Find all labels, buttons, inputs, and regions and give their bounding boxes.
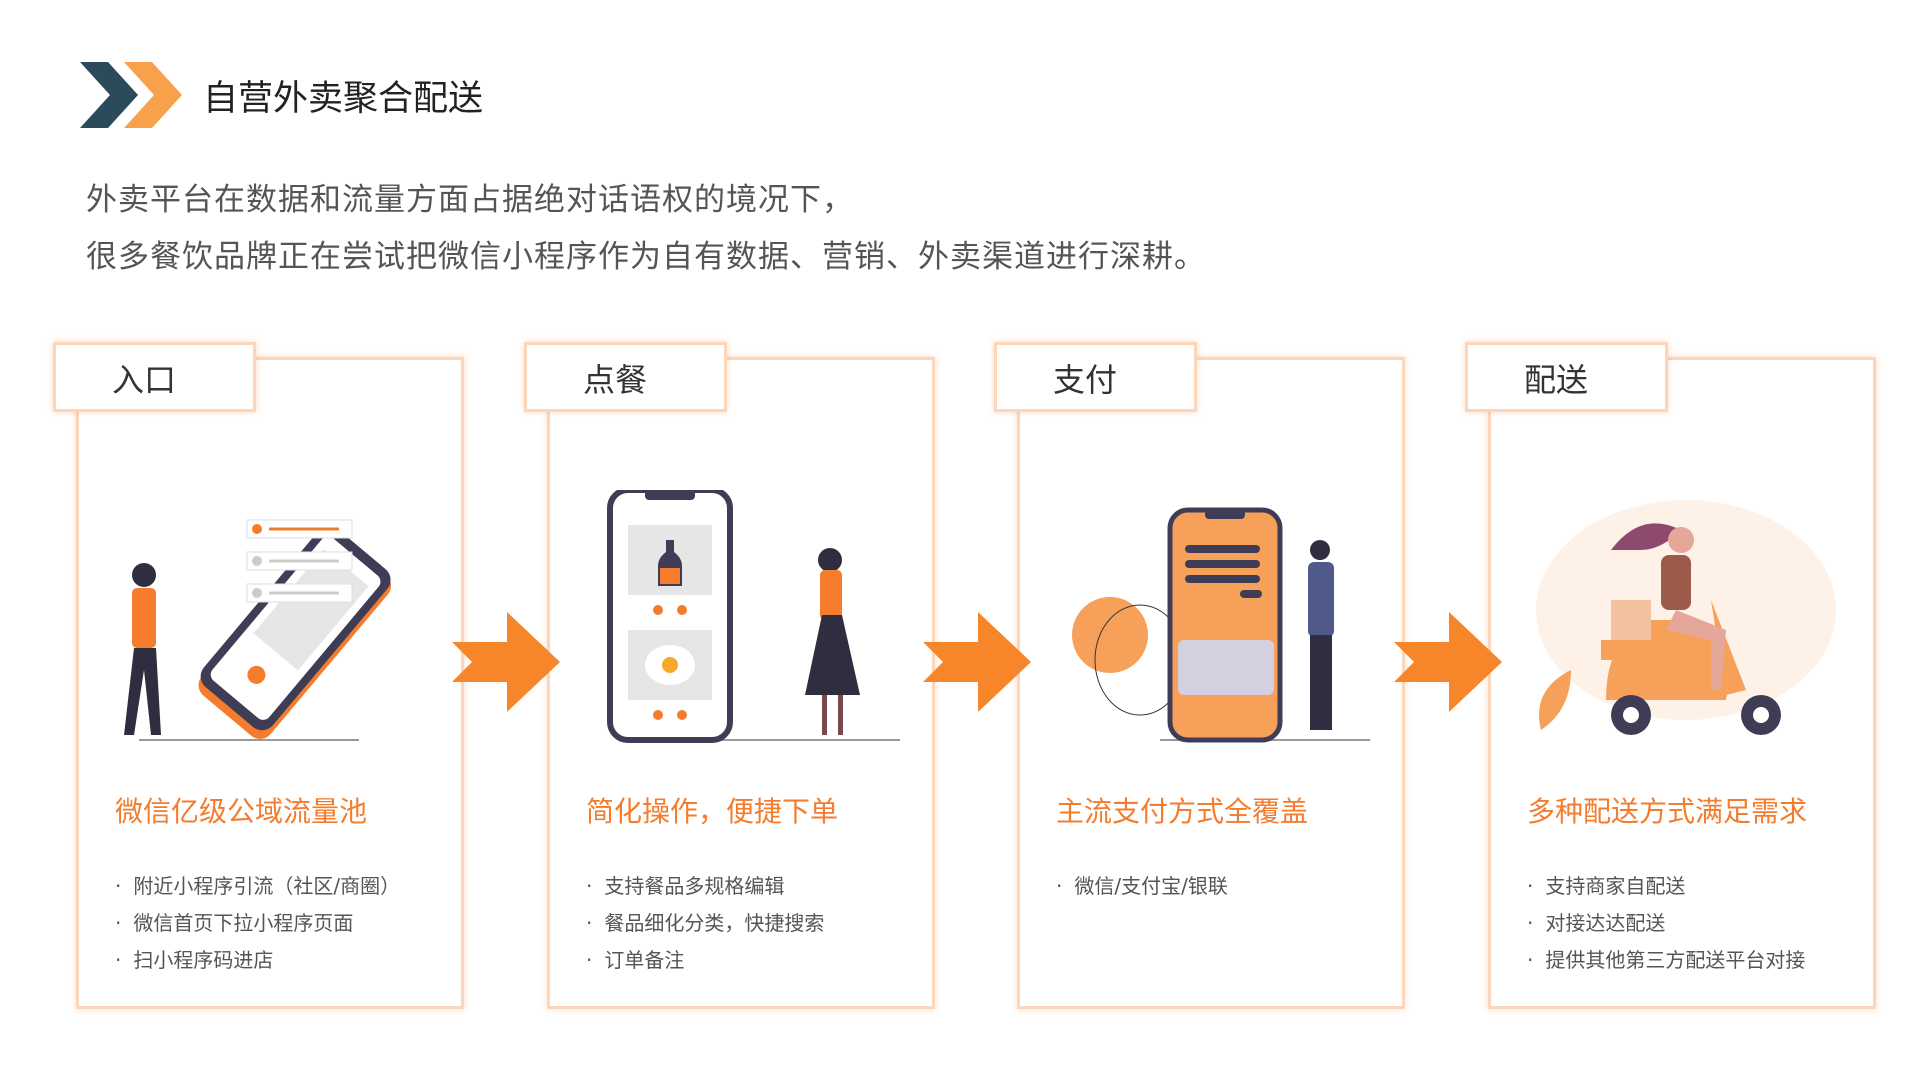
menu-phone-illustration	[607, 490, 900, 743]
bullet-item: 餐品细化分类，快捷搜索	[586, 907, 824, 944]
card-heading: 微信亿级公域流量池	[115, 795, 368, 828]
page-title: 自营外卖聚合配送	[203, 79, 484, 119]
intro-line-2: 很多餐饮品牌正在尝试把微信小程序作为自有数据、营销、外卖渠道进行深耕。	[86, 239, 1206, 275]
bullet-list: 支持餐品多规格编辑 餐品细化分类，快捷搜索 订单备注	[586, 870, 824, 981]
phone-person-illustration	[124, 519, 392, 741]
arrow-right-icon	[923, 612, 1031, 712]
bullet-item: 对接达达配送	[1527, 907, 1805, 944]
step-card-payment: 主流支付方式全覆盖 微信/支付宝/银联	[1017, 357, 1405, 1009]
bullet-list: 微信/支付宝/银联	[1056, 870, 1227, 907]
chevron-logo-icon	[80, 62, 182, 128]
card-heading: 多种配送方式满足需求	[1527, 795, 1808, 828]
tab-payment: 支付	[994, 342, 1197, 412]
bullet-list: 支持商家自配送 对接达达配送 提供其他第三方配送平台对接	[1527, 870, 1805, 981]
step-card-order: 简化操作，便捷下单 支持餐品多规格编辑 餐品细化分类，快捷搜索 订单备注	[547, 357, 935, 1009]
bullet-item: 订单备注	[586, 944, 824, 981]
bullet-item: 支持商家自配送	[1527, 870, 1805, 907]
scooter-delivery-illustration	[1536, 500, 1836, 735]
bullet-item: 微信首页下拉小程序页面	[115, 907, 400, 944]
intro-line-1: 外卖平台在数据和流量方面占据绝对话语权的境况下，	[86, 182, 854, 218]
step-card-delivery: 多种配送方式满足需求 支持商家自配送 对接达达配送 提供其他第三方配送平台对接	[1488, 357, 1876, 1009]
card-heading: 简化操作，便捷下单	[586, 795, 839, 828]
payment-phone-illustration	[1072, 507, 1370, 743]
tab-order: 点餐	[524, 342, 727, 412]
bullet-item: 微信/支付宝/银联	[1056, 870, 1227, 907]
tab-delivery: 配送	[1465, 342, 1668, 412]
arrow-right-icon	[452, 612, 560, 712]
bullet-item: 扫小程序码进店	[115, 944, 400, 981]
bullet-list: 附近小程序引流（社区/商圈） 微信首页下拉小程序页面 扫小程序码进店	[115, 870, 400, 981]
bullet-item: 提供其他第三方配送平台对接	[1527, 944, 1805, 981]
step-card-entry: 微信亿级公域流量池 附近小程序引流（社区/商圈） 微信首页下拉小程序页面 扫小程…	[76, 357, 464, 1009]
bullet-item: 附近小程序引流（社区/商圈）	[115, 870, 400, 907]
arrow-right-icon	[1394, 612, 1502, 712]
card-heading: 主流支付方式全覆盖	[1056, 795, 1309, 828]
intro-text: 外卖平台在数据和流量方面占据绝对话语权的境况下， 很多餐饮品牌正在尝试把微信小程…	[86, 172, 1206, 286]
bullet-item: 支持餐品多规格编辑	[586, 870, 824, 907]
tab-entry: 入口	[53, 342, 256, 412]
